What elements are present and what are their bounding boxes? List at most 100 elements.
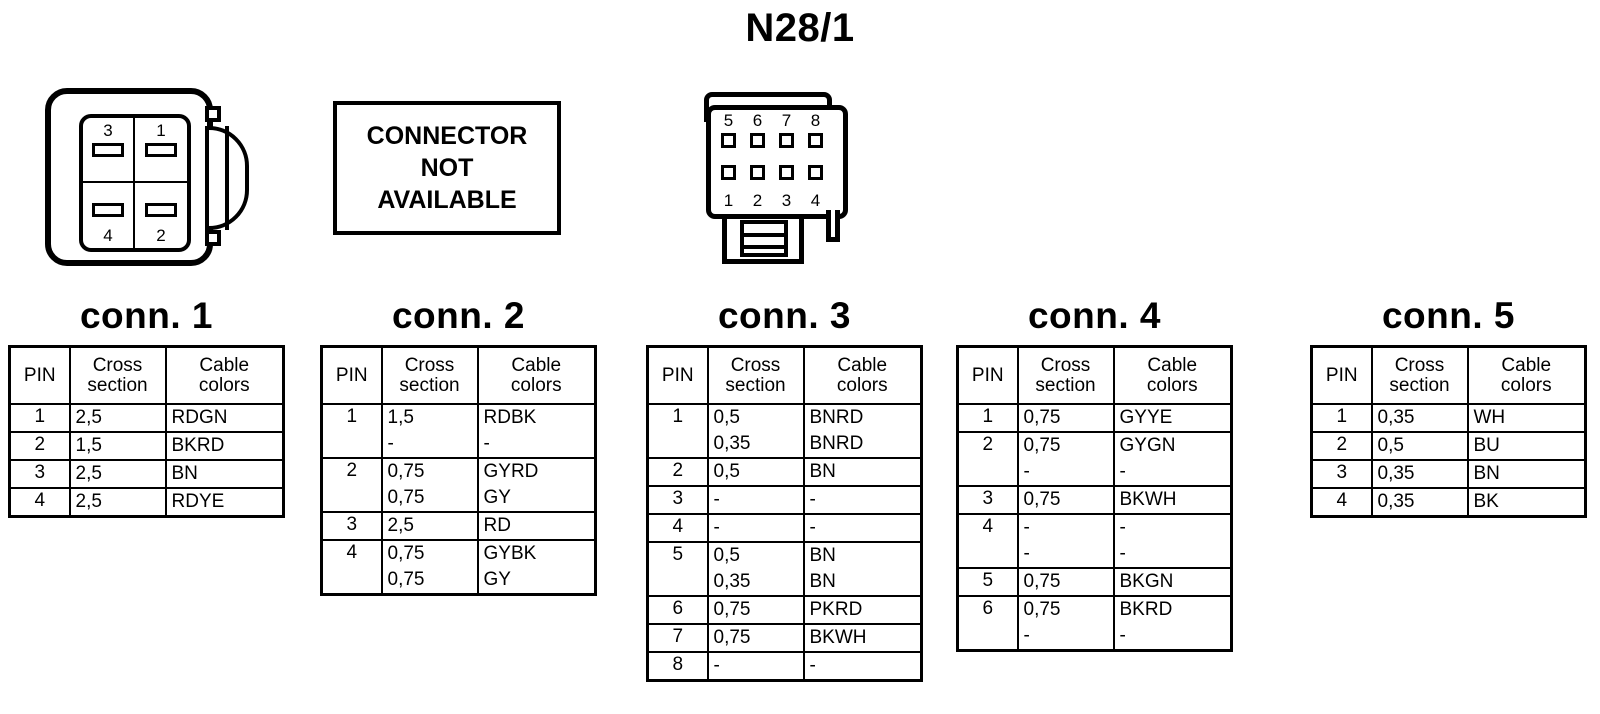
cell-cross-section: 0,35	[1370, 486, 1469, 517]
connector-heading-2: conn. 2	[391, 295, 526, 336]
cell-cross-section: 0,75	[706, 594, 805, 625]
connector-3-pin-label-6: 6	[752, 111, 763, 130]
cell-cross-section: 1,5	[68, 430, 167, 461]
connector-1-housing: 3 1 4 2	[45, 88, 213, 266]
cell-cross-section: 0,75-	[1016, 430, 1115, 487]
cell-cable-colors-value: -	[809, 654, 816, 676]
cell-pin: 4	[320, 538, 383, 595]
connector-1-tab-bottom	[205, 230, 221, 246]
cell-pin-value: 4	[346, 541, 358, 563]
cell-pin-value: 4	[982, 515, 994, 537]
cell-pin: 1	[1310, 402, 1373, 433]
cell-cable-colors: WH	[1466, 402, 1587, 433]
cell-cross-section-value: 0,75	[387, 542, 425, 564]
cell-cable-colors-value: -	[809, 516, 816, 538]
connector-3-pin-label-5: 5	[723, 111, 734, 130]
cell-pin-value: 3	[346, 513, 358, 535]
column-header-cross-line1: Cross	[92, 354, 143, 376]
cell-cable-colors: --	[1112, 512, 1233, 569]
cell-cross-section: 2,5	[68, 486, 167, 517]
cell-cross-section: -	[706, 512, 805, 543]
cell-pin: 3	[646, 484, 709, 515]
cell-pin: 4	[8, 486, 71, 517]
connector-3-illustration: 5 6 7 8 1 2 3 4	[700, 92, 870, 272]
cell-cable-colors: BKGN	[1112, 566, 1233, 597]
cell-cross-section-value: 0,35	[713, 432, 751, 454]
column-header-cable-line2: colors	[510, 375, 562, 397]
connector-1-slot-3	[92, 143, 124, 157]
cell-cable-colors-value: WH	[1473, 406, 1506, 428]
cell-cable-colors: BKWH	[1112, 484, 1233, 515]
cell-pin: 1	[646, 402, 709, 459]
cell-cable-colors-value: GYYE	[1119, 406, 1173, 428]
table-row: 4----	[956, 512, 1233, 569]
cell-pin-value: 2	[346, 459, 358, 481]
connector-3-cavity-6	[743, 133, 772, 148]
cell-cable-colors-value: BN	[171, 462, 198, 484]
cell-cross-section: -	[706, 650, 805, 681]
cell-cable-colors: RDYE	[164, 486, 285, 517]
column-header-pin: PIN	[956, 345, 1019, 405]
connector-3-ribs	[740, 220, 788, 257]
connector-1-cavity-3: 3	[83, 118, 135, 183]
cell-cross-section-value: -	[1023, 542, 1030, 564]
cell-cable-colors-value: GYRD	[483, 460, 539, 482]
cell-cross-section: 2,5	[68, 402, 167, 433]
cell-cross-section-value: 0,75	[387, 568, 425, 590]
column-header-cross-line1: Cross	[1394, 354, 1445, 376]
cell-cable-colors: BN	[1466, 458, 1587, 489]
cell-cable-colors-value: BKWH	[1119, 488, 1177, 510]
column-header-cross-line1: Cross	[404, 354, 455, 376]
cell-pin-value: 3	[1336, 461, 1348, 483]
cell-pin: 3	[8, 458, 71, 489]
cell-pin-value: 1	[1336, 405, 1348, 427]
cell-cross-section-value: -	[1023, 624, 1030, 646]
cell-cross-section-value: -	[1023, 460, 1030, 482]
cell-pin-value: 4	[34, 489, 46, 511]
cell-pin-value: 1	[982, 405, 994, 427]
column-header-cable-line1: Cable	[1501, 354, 1552, 376]
cell-pin: 5	[956, 566, 1019, 597]
cell-cross-section-value: 0,5	[713, 544, 740, 566]
cell-cross-section: 1,5-	[380, 402, 479, 459]
cell-pin: 2	[1310, 430, 1373, 461]
cell-cable-colors: BKRD-	[1112, 594, 1233, 651]
connector-1-slot-2	[145, 203, 177, 217]
cell-pin-value: 1	[672, 405, 684, 427]
cell-cross-section-value: 0,75	[713, 626, 751, 648]
cell-pin: 6	[646, 594, 709, 625]
cell-cross-section-value: 0,75	[387, 460, 425, 482]
cell-cable-colors-value: GY	[483, 486, 511, 508]
cell-cable-colors-value: BKRD	[1119, 598, 1173, 620]
cell-cross-section-value: 0,75	[713, 598, 751, 620]
connector-3-cavity-2	[743, 165, 772, 180]
column-header-cable-line1: Cable	[511, 354, 562, 376]
cna-line-1: CONNECTOR	[366, 122, 528, 150]
cell-cable-colors-value: -	[1119, 516, 1126, 538]
column-header-cable-line1: Cable	[199, 354, 250, 376]
cell-cross-section-value: 1,5	[387, 406, 414, 428]
cell-pin: 5	[646, 540, 709, 597]
cell-pin-value: 2	[1336, 433, 1348, 455]
cell-pin-value: 1	[34, 405, 46, 427]
connector-1-illustration: 3 1 4 2	[45, 88, 290, 268]
cell-pin: 6	[956, 594, 1019, 651]
cell-cross-section-value: 2,5	[75, 406, 102, 428]
cell-cable-colors: GYYE	[1112, 402, 1233, 433]
column-header-cross-line2: section	[87, 375, 148, 397]
connector-3-cavity-3	[772, 165, 801, 180]
cna-line-3: AVAILABLE	[377, 186, 517, 214]
